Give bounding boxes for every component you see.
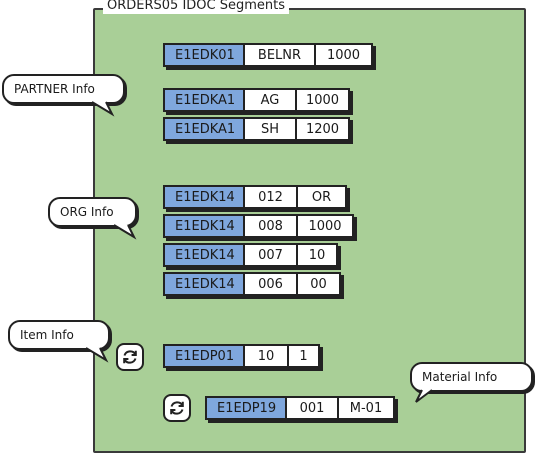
segment-value: 00 <box>296 272 341 296</box>
loop-arrows-icon <box>163 394 191 422</box>
org-info-note: ORG Info <box>48 197 137 227</box>
segment-value: 1 <box>287 344 320 368</box>
segment-field: 001 <box>285 396 339 420</box>
segment-name: E1EDKA1 <box>163 117 245 141</box>
segment-name: E1EDP01 <box>163 344 245 368</box>
segment-field: 008 <box>243 214 298 238</box>
partner-info-note: PARTNER Info <box>2 74 125 104</box>
segment-row: E1EDKA1 SH 1200 <box>163 117 350 141</box>
segment-row: E1EDK14 008 1000 <box>163 214 354 238</box>
segment-value: M-01 <box>337 396 395 420</box>
note-tail <box>91 101 115 117</box>
segment-field: 007 <box>243 243 298 267</box>
segment-value: 1000 <box>314 43 373 67</box>
segment-value: 1000 <box>296 214 354 238</box>
segment-row: E1EDKA1 AG 1000 <box>163 88 350 112</box>
panel-title: ORDERS05 IDOC Segments <box>103 0 290 14</box>
segment-value: 1000 <box>295 88 350 112</box>
segment-row: E1EDP19 001 M-01 <box>205 396 395 420</box>
note-tail <box>415 389 433 403</box>
segment-row: E1EDP01 10 1 <box>163 344 320 368</box>
material-info-note: Material Info <box>410 362 533 392</box>
segment-field: 012 <box>243 185 298 209</box>
segment-name: E1EDK14 <box>163 272 245 296</box>
segment-field: 006 <box>243 272 298 296</box>
segment-name: E1EDK01 <box>163 43 245 67</box>
segment-row: E1EDK14 006 00 <box>163 272 341 296</box>
loop-arrows-icon <box>116 343 144 371</box>
segment-value: 10 <box>296 243 338 267</box>
segment-field: 10 <box>243 344 289 368</box>
note-tail <box>113 224 137 240</box>
segment-name: E1EDKA1 <box>163 88 245 112</box>
segment-row: E1EDK14 012 OR <box>163 185 347 209</box>
note-tail <box>85 347 109 363</box>
segment-name: E1EDK14 <box>163 185 245 209</box>
segment-value: 1200 <box>295 117 350 141</box>
segment-field: AG <box>243 88 297 112</box>
segment-name: E1EDK14 <box>163 243 245 267</box>
segment-field: BELNR <box>243 43 316 67</box>
segment-row: E1EDK14 007 10 <box>163 243 338 267</box>
segment-name: E1EDK14 <box>163 214 245 238</box>
segment-row: E1EDK01 BELNR 1000 <box>163 43 373 67</box>
segment-name: E1EDP19 <box>205 396 287 420</box>
segment-field: SH <box>243 117 297 141</box>
item-info-note: Item Info <box>8 320 110 350</box>
segment-value: OR <box>296 185 347 209</box>
